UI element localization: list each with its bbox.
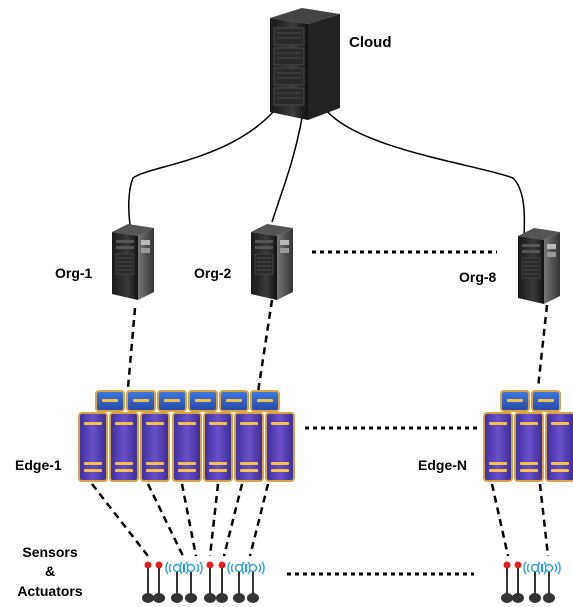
actuator-icon (241, 561, 265, 604)
link-org1-edge1 (126, 307, 137, 389)
link-org8-edgeN (536, 304, 549, 389)
link-edge1-sensor-6 (248, 483, 270, 557)
link-cloud-org8 (325, 109, 526, 236)
link-edge1-sensor-1 (91, 483, 149, 557)
link-cloud-org1 (128, 99, 284, 226)
actuator-icon (227, 561, 251, 604)
link-edge1-sensor-3 (180, 483, 198, 557)
org1-server-icon (111, 223, 155, 300)
edge1-label: Edge-1 (15, 457, 62, 473)
link-edgeN-sensor-2 (538, 483, 550, 557)
actuator-icon (523, 561, 547, 604)
link-edgeN-sensor-1 (490, 483, 510, 557)
link-org2-edge1 (256, 299, 274, 393)
cloud-server-rack-icon (270, 8, 340, 120)
sensor-actuator-group-n (501, 561, 561, 604)
org2-server-icon (250, 223, 294, 300)
actuator-icon (537, 561, 561, 604)
org-edge-links (126, 299, 549, 393)
org8-server-icon (517, 227, 561, 304)
sensor-icon (204, 561, 216, 603)
link-edge1-sensor-4 (208, 483, 220, 557)
link-edge1-sensor-5 (222, 483, 244, 557)
org8-label: Org-8 (459, 269, 497, 285)
sensor-icon (142, 561, 154, 603)
actuator-icon (165, 561, 189, 604)
link-cloud-org2 (271, 111, 304, 223)
sensors-label-line1: Sensors (22, 544, 77, 560)
cloud-label: Cloud (349, 34, 392, 51)
sensor-icon (216, 561, 228, 603)
sensor-icon (512, 561, 524, 603)
sensors-label-line3: Actuators (17, 583, 83, 599)
sensors-label-line2: & (45, 563, 55, 579)
org2-label: Org-2 (194, 265, 232, 281)
cloud-links (128, 99, 526, 236)
edge-sensor-links (91, 483, 550, 557)
org1-label: Org-1 (55, 265, 93, 281)
edgeN-cluster-icon (483, 390, 573, 482)
actuator-icon (179, 561, 203, 604)
sensor-icon (501, 561, 513, 603)
edgeN-label: Edge-N (418, 457, 467, 473)
sensor-actuator-group-1 (142, 561, 265, 604)
link-edge1-sensor-2 (146, 483, 185, 557)
sensor-icon (153, 561, 165, 603)
edge1-cluster-icon (78, 390, 295, 482)
